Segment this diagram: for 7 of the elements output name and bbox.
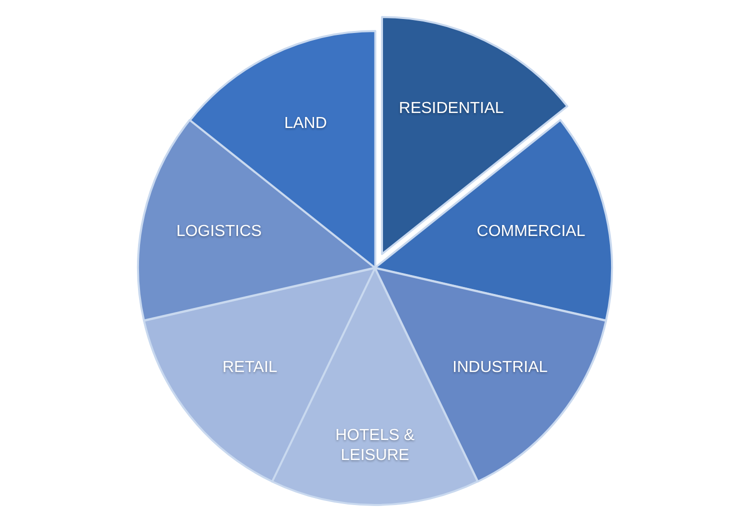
segment-label: LAND (284, 114, 327, 134)
segment-label: RETAIL (222, 358, 278, 378)
segment-label: LOGISTICS (176, 222, 262, 242)
segment-label: INDUSTRIAL (452, 358, 548, 378)
segment-label: COMMERCIAL (476, 222, 586, 242)
segment-label: HOTELS & LEISURE (334, 426, 416, 466)
segment-label: RESIDENTIAL (398, 99, 504, 120)
